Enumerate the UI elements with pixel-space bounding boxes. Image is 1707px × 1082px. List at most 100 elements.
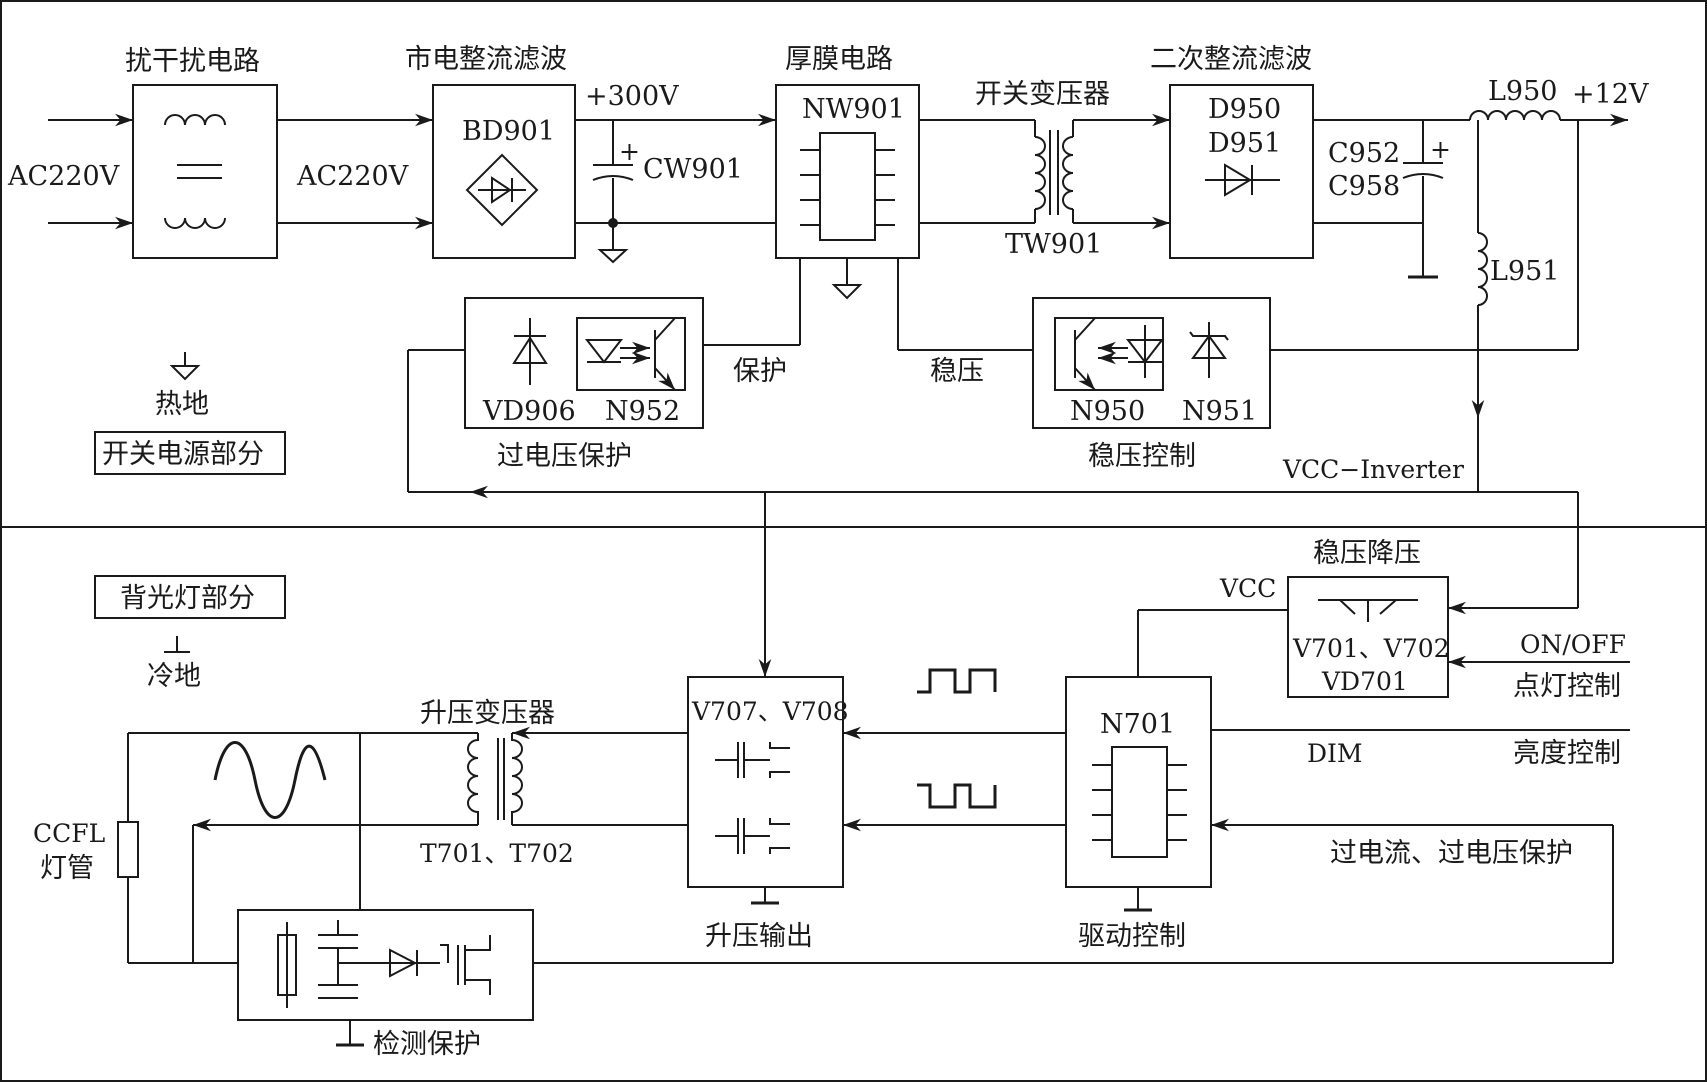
n950-optocoupler-icon — [1054, 317, 1164, 391]
nw901-chip-icon — [819, 132, 876, 241]
cw901-plate-2 — [592, 175, 634, 181]
top-section-title: 开关电源部分 — [102, 439, 264, 470]
d951-label: D951 — [1208, 128, 1281, 159]
boost-output-title: 升压输出 — [705, 921, 813, 952]
bottom-section-title: 背光灯部分 — [120, 583, 255, 614]
n701-label: N701 — [1100, 709, 1175, 740]
d950-label: D950 — [1208, 94, 1281, 125]
ccfl-lamp-icon — [117, 821, 139, 878]
cold-ground-label: 冷地 — [147, 661, 201, 692]
n950-transistor-emitter — [1074, 367, 1096, 391]
tw901-label: TW901 — [1005, 229, 1102, 260]
regulator-step-down-title: 稳压降压 — [1313, 538, 1421, 569]
c952-plus-sign: + — [1430, 135, 1451, 164]
thick-film-title: 厚膜电路 — [785, 44, 893, 75]
vcc-label: VCC — [1219, 574, 1276, 603]
tw901-primary-coil-icon — [1034, 136, 1046, 210]
detect-capacitor-icon — [318, 920, 358, 999]
bridge-rectifier-icon — [465, 153, 539, 227]
v707-mosfet-icon — [715, 742, 790, 778]
cw901-plus-sign: + — [619, 137, 640, 166]
emi-filter-block — [132, 84, 278, 259]
v707-v708-label: V707、V708 — [691, 697, 849, 726]
out-12v-label: +12V — [1572, 79, 1649, 110]
lamp-tube-label: 灯管 — [40, 853, 94, 884]
n950-transistor-collector — [1074, 317, 1096, 341]
vd701-label: VD701 — [1321, 667, 1408, 696]
protect-label: 保护 — [733, 356, 787, 387]
ac-input-mid-label: AC220V — [296, 161, 409, 192]
detect-diode-icon — [389, 948, 418, 978]
n701-chip-icon — [1111, 746, 1168, 858]
ac-input-left-label: AC220V — [7, 161, 120, 192]
regulator-transistor-emitter — [1339, 599, 1356, 615]
emi-filter-title: 扰干扰电路 — [125, 46, 260, 77]
vd906-label: VD906 — [482, 396, 576, 427]
emi-coil-bottom-icon — [164, 217, 226, 229]
v701-v702-label: V701、V702 — [1292, 634, 1450, 663]
nw901-chip-pins — [800, 149, 895, 226]
top-section-title-box — [94, 431, 286, 475]
regulate-label: 稳压 — [930, 356, 984, 387]
vd906-zener-icon — [512, 336, 548, 364]
nw901-label: NW901 — [802, 94, 905, 125]
emi-coil-top-icon — [164, 114, 226, 126]
l950-label: L950 — [1488, 76, 1557, 107]
secondary-rectifier-block — [1169, 84, 1314, 259]
dim-label: DIM — [1307, 739, 1363, 768]
n952-label: N952 — [605, 396, 680, 427]
n950-label: N950 — [1070, 396, 1145, 427]
on-off-label: ON/OFF — [1520, 630, 1626, 659]
tw901-secondary-coil-icon — [1062, 136, 1074, 210]
regulation-control-title: 稳压控制 — [1088, 441, 1196, 472]
n952-led-icon — [584, 339, 624, 364]
rectifier-title: 市电整流滤波 — [405, 44, 567, 75]
boost-transformer-title: 升压变压器 — [420, 698, 555, 729]
overcurrent-protect-label: 过电流、过电压保护 — [1330, 838, 1573, 869]
vcc-inverter-label: VCC−Inverter — [1282, 455, 1464, 484]
boost-output-block — [687, 676, 844, 888]
sine-wave-icon — [213, 741, 327, 819]
brightness-control-label: 亮度控制 — [1513, 738, 1621, 769]
ground-symbol-ic — [831, 284, 863, 300]
detect-protect-title: 检测保护 — [373, 1029, 481, 1060]
t701-primary-coil-icon — [511, 733, 523, 825]
n952-optocoupler-icon — [576, 317, 686, 391]
detect-mosfet-icon — [440, 935, 491, 995]
hot-ground-icon — [169, 365, 201, 381]
regulator-transistor-collector — [1379, 599, 1397, 615]
square-wave-icon-2 — [917, 783, 997, 809]
l950-coil-icon — [1469, 110, 1561, 121]
t701-secondary-coil-icon — [467, 733, 479, 825]
n951-label: N951 — [1182, 396, 1257, 427]
regulator-step-down-block — [1287, 576, 1449, 698]
square-wave-icon-1 — [917, 668, 997, 694]
n701-chip-pins — [1092, 764, 1187, 841]
cw901-label: CW901 — [643, 154, 743, 185]
n952-transistor-emitter — [654, 367, 676, 391]
secondary-rectifier-title: 二次整流滤波 — [1150, 44, 1312, 75]
c958-label: C958 — [1328, 171, 1400, 202]
c952-label: C952 — [1328, 138, 1400, 169]
junction-dot-cw901 — [608, 218, 618, 228]
bridge-label: BD901 — [462, 116, 555, 147]
ccfl-label: CCFL — [33, 819, 105, 848]
c952-plate-2 — [1402, 173, 1444, 179]
ground-symbol-rect — [597, 249, 629, 264]
rectifier-block — [432, 84, 576, 259]
switch-transformer-title: 开关变压器 — [975, 79, 1110, 110]
l951-coil-icon — [1477, 232, 1488, 306]
n952-transistor-collector — [654, 317, 676, 341]
bottom-section-title-box — [94, 575, 286, 619]
dc-300v-label: +300V — [585, 81, 679, 112]
drive-control-title: 驱动控制 — [1078, 921, 1186, 952]
d950-diode-icon — [1224, 163, 1252, 197]
over-voltage-protect-title: 过电压保护 — [497, 441, 632, 472]
hot-ground-label: 热地 — [155, 389, 209, 420]
l951-label: L951 — [1490, 256, 1559, 287]
v708-mosfet-icon — [715, 818, 790, 854]
t701-t702-label: T701、T702 — [420, 839, 574, 868]
lamp-control-label: 点灯控制 — [1513, 671, 1621, 702]
